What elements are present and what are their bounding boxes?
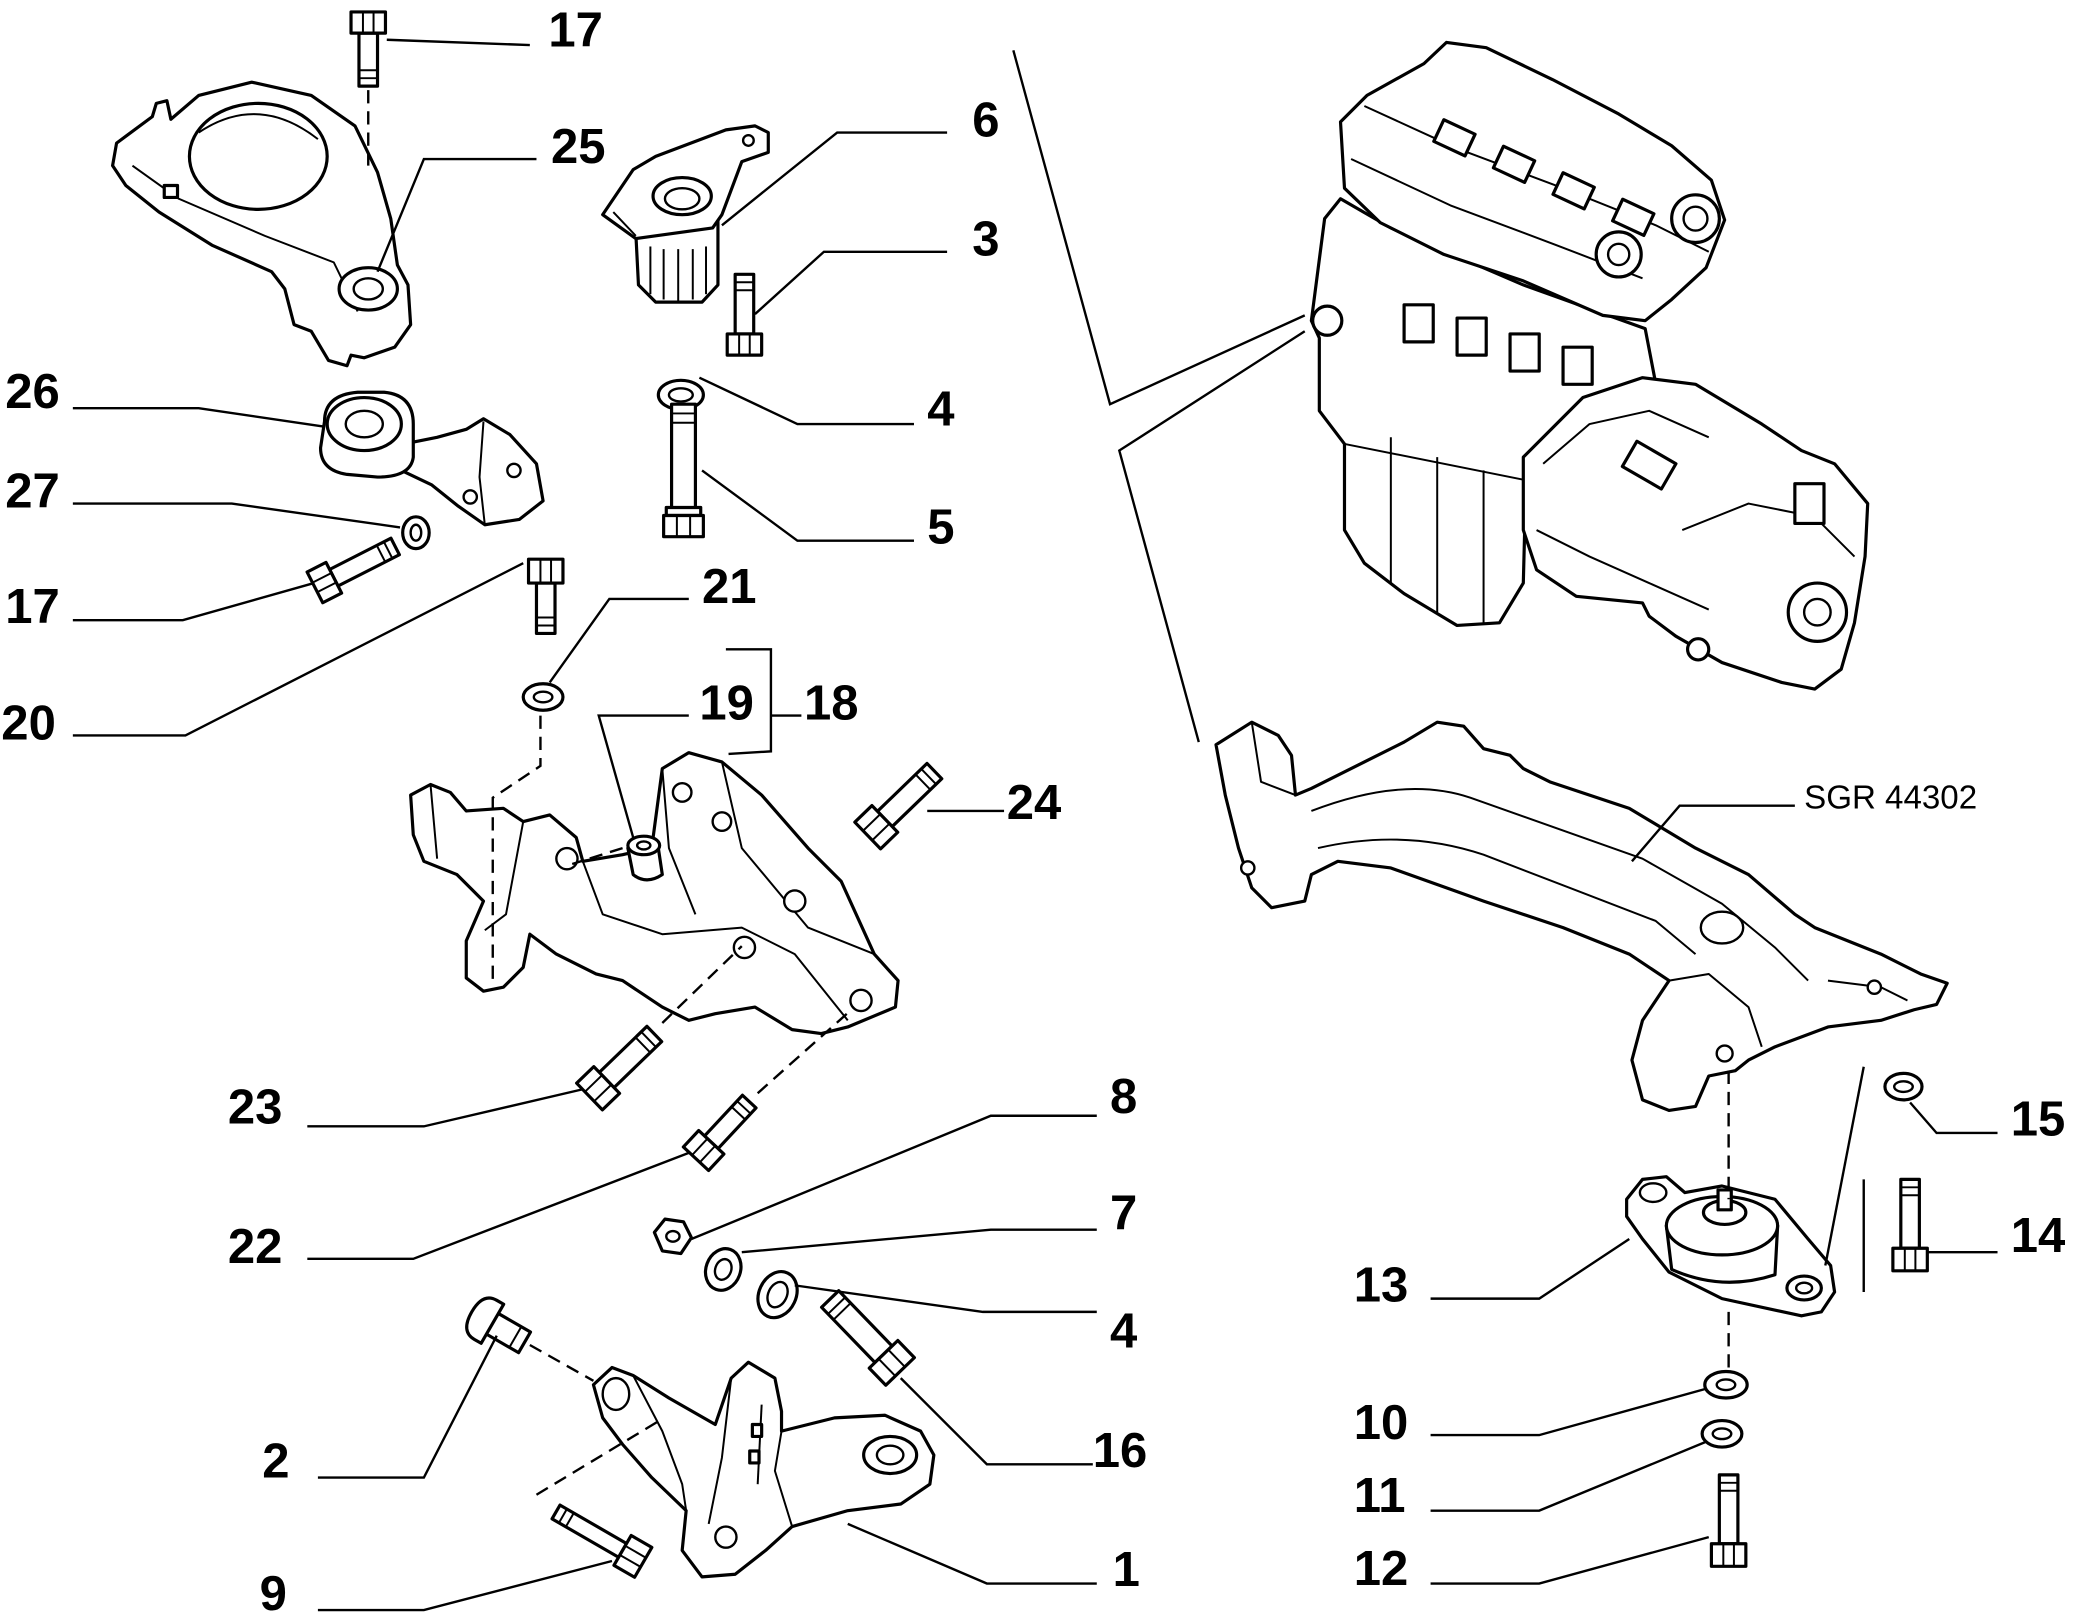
- callout-10: 10: [1354, 1396, 1409, 1450]
- bolt-20: [526, 557, 565, 635]
- bushing-19: [626, 834, 664, 882]
- callout-24: 24: [1007, 776, 1062, 830]
- callout-19: 19: [699, 677, 754, 731]
- leader-lines: [72, 38, 1998, 1612]
- callout-1: 1: [1113, 1543, 1140, 1597]
- leader-line-15: [1909, 1101, 1998, 1135]
- leader-line-11: [1430, 1440, 1707, 1512]
- bolt-16: [819, 1289, 916, 1387]
- bolt-5: [662, 402, 705, 539]
- engine-mount-13: [1625, 1175, 1837, 1318]
- leader-line-9: [317, 1559, 613, 1612]
- leader-line-4-upper: [698, 376, 914, 426]
- leader-line-17-left: [72, 581, 315, 622]
- leader-line-17-top: [386, 38, 530, 47]
- bolt-9: [550, 1503, 654, 1579]
- callout-23: 23: [228, 1081, 283, 1135]
- callout-21: 21: [702, 560, 757, 614]
- assembly-dashed-lines: [367, 90, 1730, 1496]
- reference-code: SGR 44302: [1804, 779, 1977, 816]
- leader-line-3: [754, 250, 948, 315]
- washer-7: [703, 1247, 743, 1292]
- leader-line-10: [1430, 1387, 1707, 1437]
- callout-13: 13: [1354, 1258, 1409, 1312]
- callout-8: 8: [1110, 1070, 1137, 1124]
- leader-line-27: [72, 502, 401, 529]
- leader-line-reference: [1631, 804, 1795, 863]
- leader-line-6: [721, 131, 948, 227]
- engine-mount-6: [601, 124, 770, 304]
- leader-line-19: [597, 714, 689, 838]
- bolt-17-left: [305, 536, 401, 605]
- callout-26: 26: [5, 365, 60, 419]
- washer-15: [1883, 1071, 1924, 1102]
- callout-14: 14: [2011, 1209, 2066, 1263]
- callout-6: 6: [972, 93, 999, 147]
- bolt-24: [853, 761, 944, 851]
- nut-8: [652, 1217, 694, 1256]
- bolt-12: [1709, 1473, 1748, 1568]
- callout-15: 15: [2011, 1093, 2066, 1147]
- leader-line-21: [548, 597, 689, 684]
- bolt-14: [1891, 1177, 1929, 1273]
- bolt-23: [575, 1024, 664, 1112]
- bolt-22: [681, 1093, 758, 1173]
- leader-line-7: [741, 1228, 1097, 1254]
- callout-11: 11: [1354, 1469, 1406, 1523]
- leader-line-4-lower: [794, 1284, 1097, 1314]
- leader-line-1: [847, 1522, 1097, 1585]
- bracket-25: [111, 80, 413, 368]
- callout-5: 5: [927, 500, 954, 554]
- callout-9: 9: [260, 1567, 287, 1614]
- stud-2: [465, 1296, 533, 1355]
- leader-line-16: [899, 1377, 1093, 1466]
- leader-line-18: [725, 648, 773, 756]
- callout-2: 2: [262, 1435, 289, 1489]
- leader-line-8: [690, 1114, 1097, 1241]
- callout-17-top: 17: [548, 3, 603, 57]
- bracket-18: [409, 751, 900, 1036]
- engine-gearbox-assembly: [1309, 40, 1870, 691]
- bolt-3: [725, 272, 764, 357]
- rubber-mount-26: [318, 390, 545, 527]
- washer-21: [521, 682, 565, 712]
- callout-16: 16: [1093, 1424, 1148, 1478]
- leader-line-5: [701, 469, 914, 542]
- callout-27: 27: [5, 465, 60, 519]
- callout-22: 22: [228, 1220, 283, 1274]
- callout-25: 25: [551, 120, 606, 174]
- callout-17-left: 17: [5, 580, 60, 634]
- callout-18: 18: [804, 677, 859, 731]
- washer-4-lower: [756, 1270, 799, 1320]
- leader-line-26: [72, 406, 325, 428]
- leader-line-20: [72, 562, 524, 737]
- washer-11: [1700, 1418, 1744, 1449]
- bracket-arm-1: [591, 1360, 936, 1579]
- callout-4-lower: 4: [1110, 1305, 1137, 1359]
- leader-line-13: [1430, 1237, 1630, 1300]
- callout-7: 7: [1110, 1187, 1137, 1241]
- leader-line-22: [307, 1151, 690, 1261]
- washer-10: [1703, 1369, 1749, 1400]
- callout-3: 3: [972, 213, 999, 267]
- callout-12: 12: [1354, 1542, 1409, 1596]
- leader-line-23: [307, 1088, 584, 1128]
- leader-line-12: [1430, 1535, 1710, 1585]
- washer-27: [401, 515, 431, 551]
- callout-4-upper: 4: [927, 382, 954, 436]
- callout-20: 20: [1, 696, 56, 750]
- leader-line-2: [317, 1335, 498, 1479]
- front-subframe: [1214, 720, 1949, 1113]
- group-connector-lines: [1012, 50, 1865, 1292]
- bolt-17-top: [349, 10, 388, 88]
- callout-labels: 17 25 6 3 4 5 26 27 17 20 21 19 18 24 23…: [1, 3, 2065, 1614]
- leader-line-25: [376, 157, 537, 273]
